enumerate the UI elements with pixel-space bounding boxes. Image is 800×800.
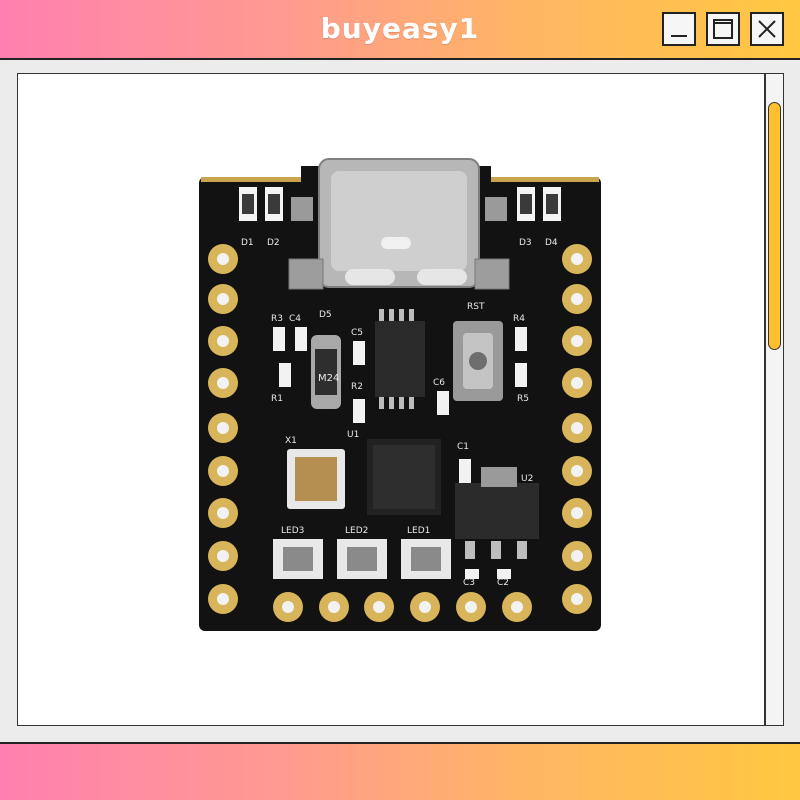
top-leds [239, 187, 561, 221]
label-d3: D3 [519, 238, 532, 248]
label-led1: LED1 [407, 526, 430, 536]
label-c5: C5 [351, 328, 363, 338]
label-d2: D2 [267, 238, 280, 248]
reset-button-component [453, 321, 503, 401]
minimize-icon [671, 35, 687, 37]
window-title: buyeasy1 [320, 12, 480, 45]
label-u1: U1 [347, 430, 359, 440]
mcu-chip [367, 439, 441, 515]
label-led3: LED3 [281, 526, 304, 536]
maximize-button[interactable] [706, 12, 740, 46]
bottom-bar [0, 742, 800, 800]
label-rst: RST [467, 302, 485, 312]
label-d5: D5 [319, 310, 332, 320]
close-icon [758, 20, 776, 38]
pcb-board-image: D1 D2 D3 D4 M24 [199, 158, 601, 631]
label-c4: C4 [289, 314, 301, 324]
label-r3: R3 [271, 314, 283, 324]
maximize-icon [713, 19, 733, 39]
label-r5: R5 [517, 394, 529, 404]
vertical-scrollbar[interactable] [764, 73, 784, 726]
label-led2: LED2 [345, 526, 368, 536]
label-d1: D1 [241, 238, 254, 248]
label-c3: C3 [463, 578, 475, 588]
minimize-button[interactable] [662, 12, 696, 46]
voltage-regulator [455, 467, 539, 559]
title-bar[interactable]: buyeasy1 [0, 0, 800, 60]
label-d4: D4 [545, 238, 558, 248]
label-r4: R4 [513, 314, 525, 324]
label-x1: X1 [285, 436, 297, 446]
label-r1: R1 [271, 394, 283, 404]
close-button[interactable] [750, 12, 784, 46]
label-r2: R2 [351, 382, 363, 392]
scrollbar-thumb[interactable] [768, 102, 781, 350]
label-diode-mark: M24 [318, 373, 339, 384]
label-c1: C1 [457, 442, 469, 452]
label-c6: C6 [433, 378, 445, 388]
usb-c-connector [288, 158, 510, 290]
label-u2: U2 [521, 474, 533, 484]
rgb-leds [273, 539, 451, 579]
label-c2: C2 [497, 578, 509, 588]
image-viewport: D1 D2 D3 D4 M24 [17, 73, 765, 726]
